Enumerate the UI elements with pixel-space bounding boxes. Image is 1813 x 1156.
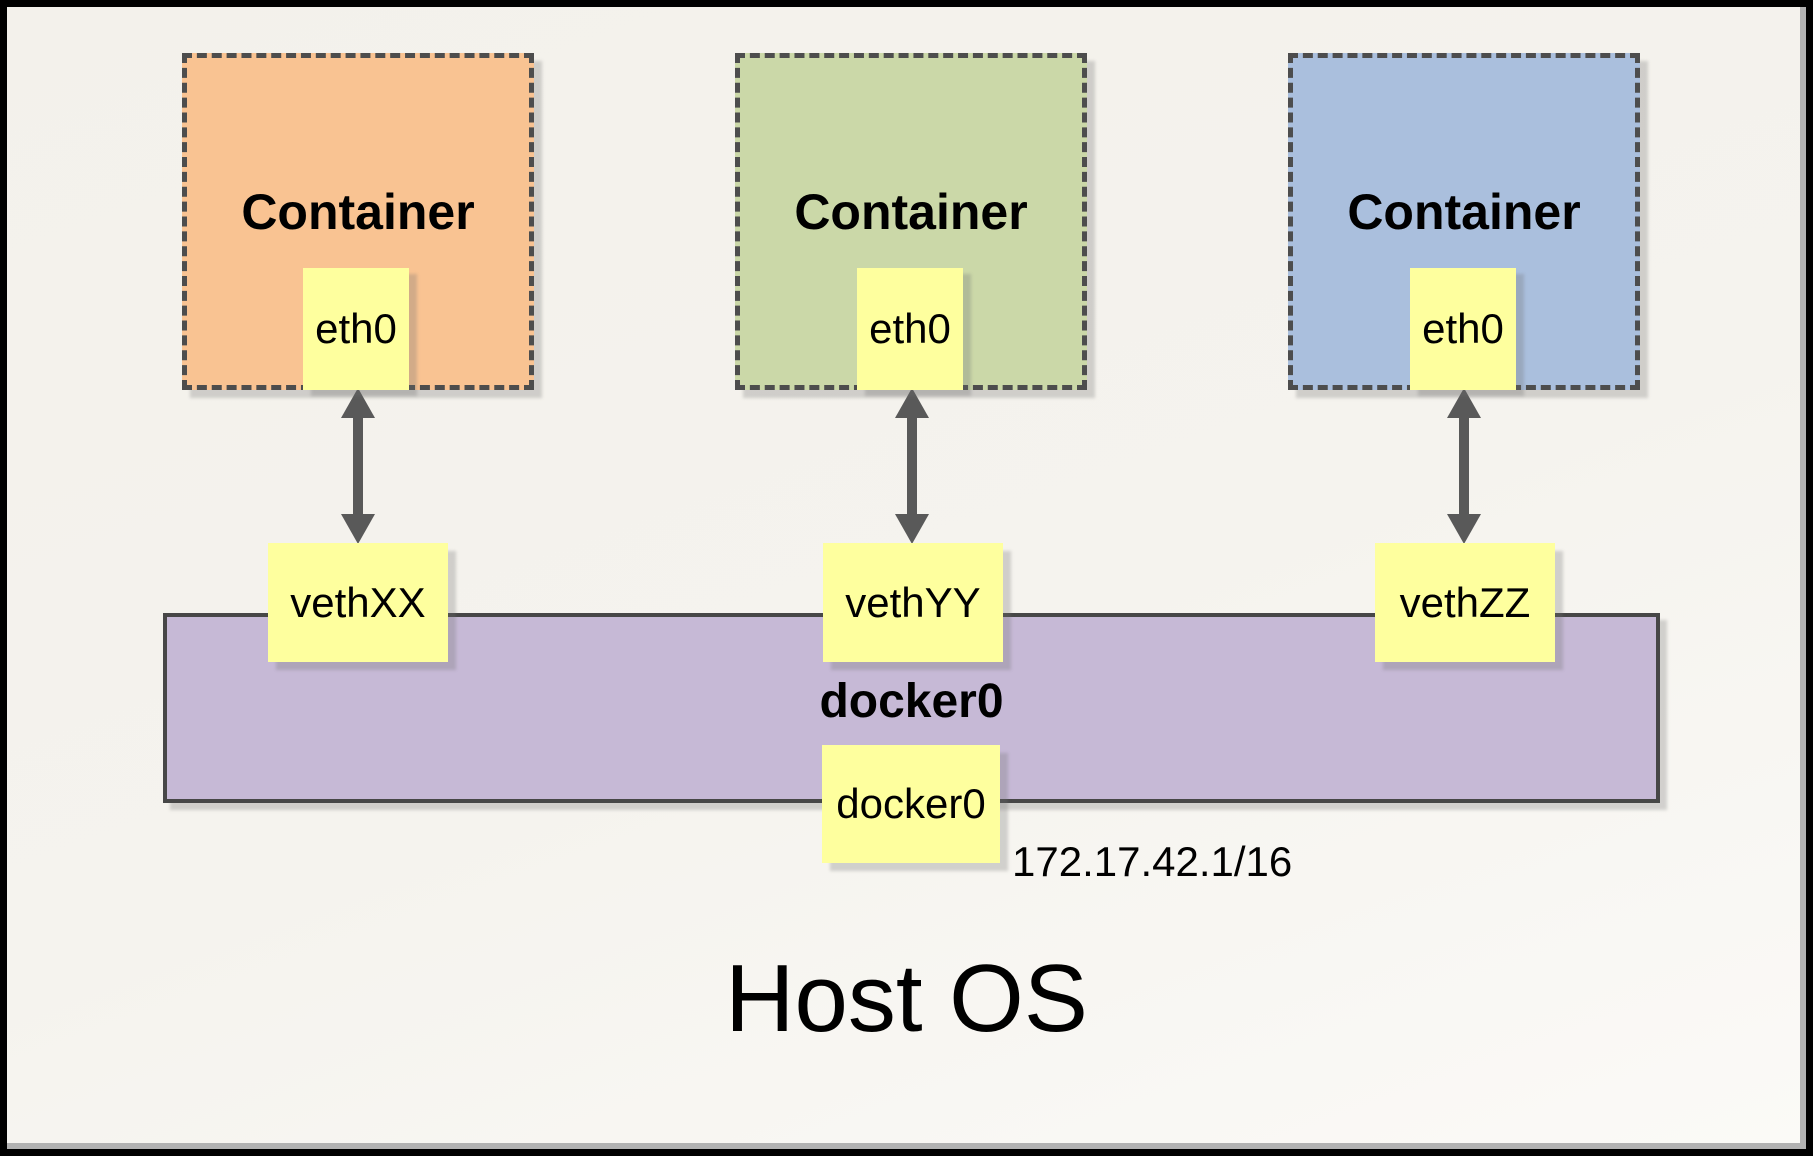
eth0-label: eth0 (869, 305, 951, 352)
bridge-ip-address: 172.17.42.1/16 (1012, 838, 1293, 885)
container-label: Container (794, 184, 1028, 240)
veth-connection-arrow-icon (1447, 388, 1481, 544)
docker0-interface-label: docker0 (836, 780, 986, 827)
docker0-bridge-label: docker0 (819, 675, 1004, 728)
vethzz-box: vethZZ (1375, 543, 1555, 662)
eth0-box-2: eth0 (857, 268, 963, 390)
container-label: Container (241, 184, 475, 240)
vethxx-box: vethXX (268, 543, 448, 662)
eth0-box-3: eth0 (1410, 268, 1516, 390)
eth0-label: eth0 (1422, 305, 1504, 352)
host-os-panel: Container Container Container eth0 eth0 … (7, 7, 1806, 1149)
eth0-label: eth0 (315, 305, 397, 352)
docker0-interface-box: docker0 (822, 745, 1000, 863)
veth-connection-arrow-icon (341, 388, 375, 544)
container-label: Container (1347, 184, 1581, 240)
vethxx-label: vethXX (290, 578, 426, 626)
vethyy-box: vethYY (823, 543, 1003, 662)
eth0-box-1: eth0 (303, 268, 409, 390)
veth-connection-arrow-icon (895, 388, 929, 544)
host-os-label: Host OS (725, 945, 1088, 1052)
vethzz-label: vethZZ (1399, 578, 1531, 626)
vethyy-label: vethYY (845, 578, 981, 626)
